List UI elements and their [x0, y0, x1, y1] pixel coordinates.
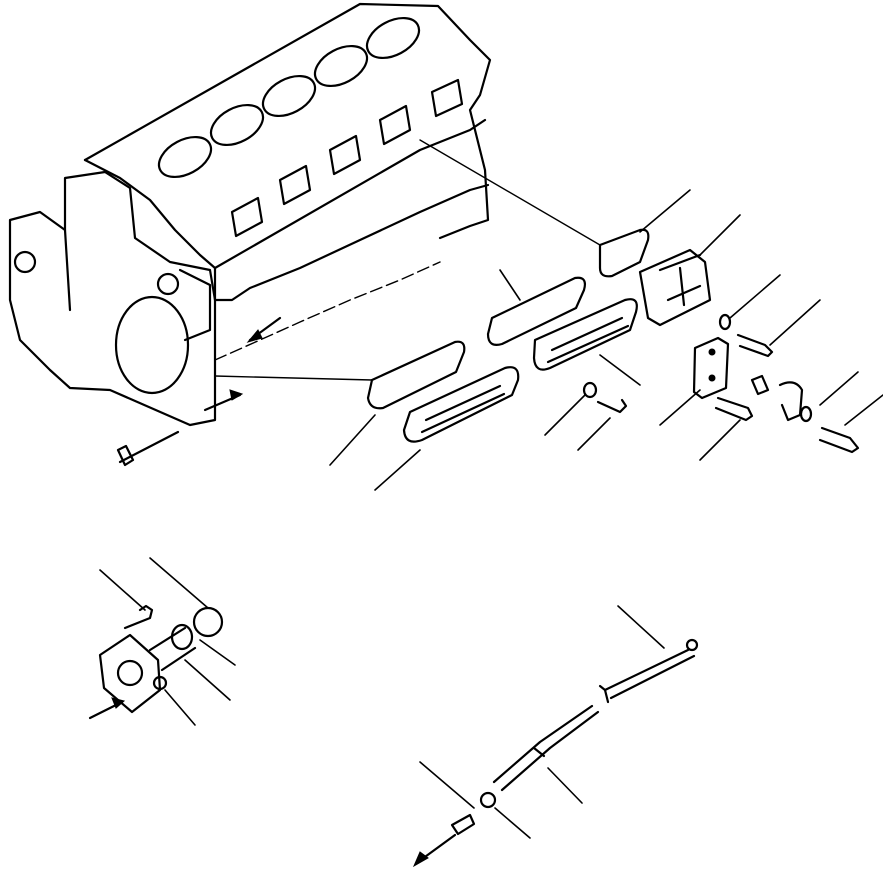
- direction-arrow-lower-right: [412, 833, 457, 868]
- washers: [582, 313, 813, 423]
- adapter: [450, 791, 497, 836]
- leader-lines-lower-left: [99, 557, 236, 726]
- side-ports: [230, 78, 464, 238]
- alignment-line-lower: [214, 375, 373, 381]
- direction-arrow-lower-left: [88, 697, 126, 720]
- cylinder-bores: [157, 16, 421, 179]
- leader-lines-upper: [329, 189, 883, 491]
- plug: [750, 374, 770, 396]
- side-cover-left: [402, 366, 520, 443]
- side-cover-right: [532, 298, 638, 371]
- tube-flange: [98, 633, 162, 714]
- leader-lines-lower-right: [419, 605, 665, 839]
- clip: [778, 381, 804, 422]
- timing-gear-housing: [8, 170, 217, 427]
- bracket-plate: [692, 336, 730, 400]
- breather-bracket: [638, 248, 712, 327]
- alignment-line: [419, 139, 601, 246]
- gear: [192, 606, 224, 638]
- small-nut: [152, 675, 168, 691]
- dipstick: [598, 638, 699, 704]
- breather-gasket: [598, 228, 650, 278]
- small-bolt: [123, 604, 154, 630]
- dipstick-guide: [492, 704, 600, 792]
- cylinder-block: [83, 2, 492, 361]
- bolts: [116, 333, 860, 467]
- tube: [148, 623, 197, 672]
- side-cover-gasket-left: [366, 340, 466, 410]
- side-cover-gasket-right: [486, 276, 587, 346]
- direction-arrow: [203, 316, 282, 412]
